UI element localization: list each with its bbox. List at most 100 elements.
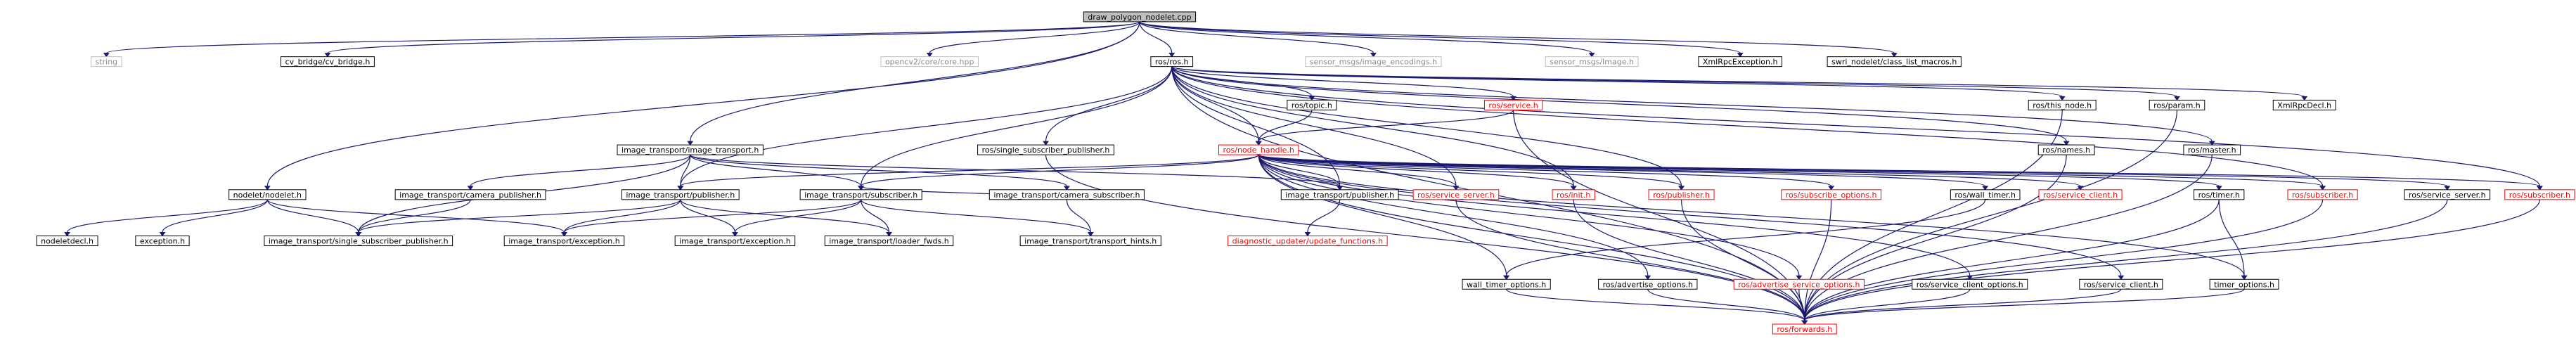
graph-node[interactable]: ros/ros.h <box>1150 56 1194 67</box>
graph-node-label: opencv2/core/core.hpp <box>885 58 974 67</box>
graph-node-box <box>1950 189 2021 200</box>
graph-node[interactable]: ros/subscriber.h <box>2287 189 2358 200</box>
graph-node[interactable]: timer_options.h <box>2209 278 2279 290</box>
graph-node[interactable]: ros/advertise_service_options.h <box>1733 278 1865 290</box>
graph-node-box <box>135 236 190 247</box>
edge-arrowhead-n16-to-n21 <box>677 186 684 191</box>
graph-node[interactable]: ros/this_node.h <box>2028 99 2097 110</box>
graph-node-box <box>674 236 796 247</box>
edge-n16-to-n28 <box>1258 154 1832 187</box>
edge-n21-to-n37 <box>358 199 681 233</box>
graph-node-box <box>1698 56 1782 67</box>
graph-node[interactable]: nodelet/nodelet.h <box>228 189 307 200</box>
graph-node-box <box>1912 278 2028 290</box>
graph-node[interactable]: nodeletdecl.h <box>36 236 98 247</box>
graph-node-label: image_transport/loader_fwds.h <box>829 237 948 246</box>
edge-n16-to-n44 <box>1258 155 1649 276</box>
graph-node-label: ros/service_client_options.h <box>1917 280 2023 289</box>
graph-node[interactable]: ros/init.h <box>1552 189 1595 200</box>
graph-node[interactable]: ros/subscriber.h <box>2504 189 2575 200</box>
graph-node[interactable]: ros/names.h <box>2037 144 2095 155</box>
edge-n19-to-n35 <box>66 199 268 233</box>
edge-n44-to-n49 <box>1647 289 1805 321</box>
edge-arrowhead-n0-to-n19 <box>264 186 271 191</box>
edge-n33-to-n49 <box>1804 199 2448 321</box>
graph-node[interactable]: cv_bridge/cv_bridge.h <box>281 56 375 67</box>
graph-node[interactable]: exception.h <box>135 236 190 247</box>
edge-n4-to-n32 <box>1171 66 2324 186</box>
edge-arrowhead-n4-to-n10 <box>2174 96 2180 101</box>
edge-n4-to-n16 <box>1171 66 1259 142</box>
graph-node[interactable]: ros/node_handle.h <box>1218 144 1299 155</box>
graph-node[interactable]: image_transport/publisher.h <box>621 189 740 200</box>
graph-node[interactable]: XmlRpcDecl.h <box>2272 99 2336 110</box>
graph-node[interactable]: XmlRpcException.h <box>1698 56 1782 67</box>
graph-node-label: ros/subscriber.h <box>2509 191 2570 200</box>
graph-node[interactable]: image_transport/loader_fwds.h <box>824 236 954 247</box>
graph-node[interactable]: sensor_msgs/image_encodings.h <box>1305 56 1442 67</box>
graph-node-label: nodeletdecl.h <box>41 237 94 246</box>
graph-node[interactable]: image_transport/transport_hints.h <box>1019 236 1161 247</box>
graph-node[interactable]: ros/timer.h <box>2194 189 2245 200</box>
edge-arrowhead-n16-to-n30 <box>2077 186 2084 191</box>
edge-n13-to-n16 <box>1258 109 1514 142</box>
graph-node-box <box>281 56 375 67</box>
graph-node[interactable]: ros/service_server.h <box>2404 189 2491 200</box>
graph-node[interactable]: opencv2/core/core.hpp <box>880 56 979 67</box>
edge-n25-to-n49 <box>1455 199 1805 321</box>
graph-node[interactable]: ros/service.h <box>1483 99 1543 110</box>
graph-node[interactable]: sensor_msgs/Image.h <box>1545 56 1639 67</box>
graph-node[interactable]: image_transport/image_transport.h <box>617 144 764 155</box>
graph-node-label: ros/single_subscriber_publisher.h <box>982 146 1110 155</box>
graph-node[interactable]: image_transport/exception.h <box>674 236 796 247</box>
graph-node[interactable]: ros/service_client_options.h <box>1912 278 2028 290</box>
graph-node-label: image_transport/camera_publisher.h <box>399 191 541 200</box>
graph-node[interactable]: ros/service_client.h <box>2079 278 2163 290</box>
edge-n16-to-n47 <box>1258 155 2122 276</box>
graph-node-label: draw_polygon_nodelet.cpp <box>1088 13 1191 22</box>
edge-arrowhead-n0-to-n8 <box>1891 53 1898 58</box>
graph-node[interactable]: ros/service_client.h <box>2038 189 2123 200</box>
graph-node[interactable]: image_transport/camera_publisher.h <box>394 189 546 200</box>
graph-node-box <box>264 236 453 247</box>
edge-n34-to-n49 <box>1804 199 2540 321</box>
graph-node[interactable]: ros/forwards.h <box>1772 323 1837 335</box>
graph-node[interactable]: ros/service_server.h <box>1412 189 1500 200</box>
edge-n28-to-n49 <box>1804 199 1832 321</box>
graph-node[interactable]: image_transport/single_subscriber_publis… <box>264 236 453 247</box>
edge-n45-to-n49 <box>1798 289 1805 321</box>
graph-node[interactable]: image_transport/publisher.h <box>1280 189 1399 200</box>
graph-node-label: image_transport/exception.h <box>508 237 620 246</box>
graph-node-label: wall_timer_options.h <box>1467 280 1546 289</box>
edge-n16-to-n31 <box>1258 154 2220 187</box>
graph-node[interactable]: wall_timer_options.h <box>1462 278 1551 290</box>
graph-node[interactable]: diagnostic_updater/update_functions.h <box>1228 236 1388 247</box>
graph-node[interactable]: draw_polygon_nodelet.cpp <box>1083 11 1197 22</box>
graph-node[interactable]: swri_nodelet/class_list_macros.h <box>1827 56 1962 67</box>
edge-n12-to-n16 <box>1258 110 1313 142</box>
graph-node[interactable]: image_transport/subscriber.h <box>799 189 922 200</box>
edge-n0-to-n14 <box>690 21 1140 142</box>
edge-n0-to-n4 <box>1139 21 1173 53</box>
graph-node-box <box>1483 99 1543 110</box>
graph-node[interactable]: ros/wall_timer.h <box>1950 189 2021 200</box>
graph-node-label: swri_nodelet/class_list_macros.h <box>1831 58 1957 67</box>
graph-node[interactable]: image_transport/camera_subscriber.h <box>988 189 1145 200</box>
edge-arrowhead-n29-to-n43 <box>1503 275 1510 281</box>
graph-node-box <box>617 144 764 155</box>
graph-node[interactable]: ros/topic.h <box>1287 99 1337 110</box>
graph-node[interactable]: string <box>91 56 122 67</box>
edge-arrowhead-n0-to-n3 <box>926 53 933 58</box>
graph-node-box <box>2038 189 2123 200</box>
graph-node[interactable]: ros/advertise_options.h <box>1598 278 1698 290</box>
graph-node[interactable]: ros/subscribe_options.h <box>1781 189 1881 200</box>
graph-node-box <box>91 56 122 67</box>
graph-node[interactable]: image_transport/exception.h <box>503 236 625 247</box>
graph-node[interactable]: ros/single_subscriber_publisher.h <box>977 144 1114 155</box>
edge-n22-to-n39 <box>734 199 862 233</box>
graph-node-box <box>36 236 98 247</box>
graph-node-box <box>988 189 1145 200</box>
graph-node[interactable]: ros/publisher.h <box>1648 189 1715 200</box>
graph-node[interactable]: ros/param.h <box>2149 99 2205 110</box>
graph-node[interactable]: ros/master.h <box>2183 144 2241 155</box>
